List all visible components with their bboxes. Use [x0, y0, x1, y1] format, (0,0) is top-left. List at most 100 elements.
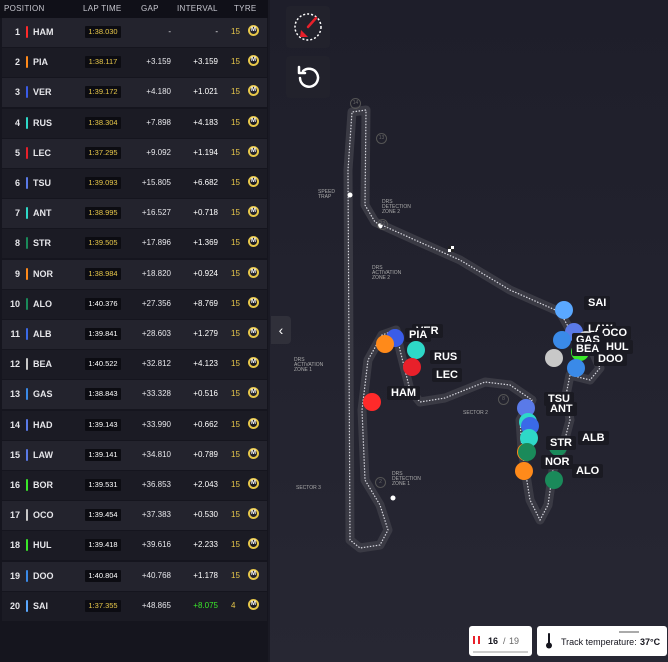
- row-driver: LEC: [33, 147, 51, 158]
- row-driver: DOO: [33, 570, 54, 581]
- team-color-bar: [26, 388, 28, 401]
- row-driver: ALB: [33, 329, 52, 339]
- car-label-ant: ANT: [546, 402, 577, 416]
- team-color-bar: [26, 569, 28, 582]
- row-position: 20: [9, 600, 20, 611]
- car-marker[interactable]: [518, 443, 536, 461]
- row-interval: +6.682: [193, 178, 218, 187]
- row-tyre-laps: 15: [231, 540, 240, 550]
- row-lap-time: 1:38.984: [85, 267, 121, 280]
- row-position: 2: [14, 57, 20, 68]
- row-driver: STR: [33, 238, 51, 249]
- car-label-str: STR: [546, 436, 576, 450]
- replay-button[interactable]: [286, 56, 330, 98]
- car-marker-gas[interactable]: [553, 331, 571, 349]
- car-marker-tsu[interactable]: [517, 399, 535, 417]
- row-tyre-laps: 15: [231, 147, 240, 157]
- row-driver: SAI: [33, 600, 49, 611]
- row-lap-time: 1:39.141: [85, 448, 121, 461]
- row-tyre-laps: 15: [231, 57, 240, 67]
- speed-trap-label: SPEED TRAP: [318, 189, 335, 200]
- tyre-medium-icon: M: [248, 266, 259, 278]
- car-marker-ham[interactable]: [363, 393, 381, 411]
- collapse-panel-button[interactable]: ‹: [271, 316, 291, 344]
- team-color-bar: [26, 539, 28, 552]
- team-color-bar: [26, 509, 28, 522]
- car-marker-lec[interactable]: [403, 358, 421, 376]
- row-interval: +0.662: [193, 419, 218, 429]
- tyre-medium-icon: M: [248, 598, 259, 610]
- tyre-medium-icon: M: [248, 357, 259, 369]
- row-gap: +37.383: [141, 510, 171, 520]
- row-tyre-laps: 15: [231, 27, 240, 36]
- row-position: 5: [14, 147, 20, 158]
- row-position: 17: [9, 510, 20, 521]
- row-gap: +9.092: [146, 147, 171, 157]
- car-marker[interactable]: [515, 462, 533, 480]
- car-label-oco: OCO: [598, 326, 632, 340]
- row-position: 1: [14, 27, 20, 37]
- car-label-ham: HAM: [387, 386, 421, 400]
- car-marker-sai[interactable]: [555, 301, 573, 319]
- team-color-bar: [26, 328, 28, 340]
- car-marker-bea[interactable]: [545, 349, 563, 367]
- row-driver: OCO: [33, 510, 54, 521]
- row-position: 18: [9, 540, 20, 551]
- row-driver: RUS: [33, 117, 53, 128]
- tyre-medium-icon: M: [248, 176, 259, 187]
- col-position: POSITION: [4, 4, 45, 13]
- turn-number: 12: [377, 219, 388, 230]
- row-tyre-laps: 15: [231, 510, 240, 520]
- row-tyre-laps: 15: [231, 117, 240, 127]
- row-interval: +4.123: [193, 359, 218, 369]
- row-interval: +1.194: [193, 147, 218, 157]
- row-tyre-laps: 15: [231, 298, 240, 308]
- tyre-medium-icon: M: [248, 417, 259, 429]
- pause-icon: [473, 636, 480, 644]
- temperature-label: Track temperature:: [561, 637, 637, 647]
- team-color-bar: [26, 207, 28, 220]
- tyre-medium-icon: M: [248, 296, 259, 308]
- team-color-bar: [26, 599, 28, 612]
- tyre-medium-icon: M: [248, 568, 259, 580]
- car-marker-pia[interactable]: [376, 335, 394, 353]
- row-gap: +17.896: [141, 238, 171, 248]
- row-driver: NOR: [33, 268, 53, 279]
- col-tyre: TYRE: [234, 4, 257, 13]
- car-marker[interactable]: [520, 429, 538, 447]
- car-label-lec: LEC: [432, 368, 462, 382]
- col-lap-time: LAP TIME: [83, 4, 122, 13]
- row-position: 9: [14, 268, 20, 279]
- lap-progress-track: [473, 651, 528, 653]
- car-marker-rus[interactable]: [407, 341, 425, 359]
- speed-gauge-button[interactable]: [286, 6, 330, 48]
- row-interval: +2.043: [193, 480, 218, 489]
- row-gap: +33.328: [141, 389, 171, 399]
- car-marker-alo[interactable]: [545, 471, 563, 489]
- car-marker-doo[interactable]: [567, 359, 585, 377]
- chequered-flag-icon: [448, 246, 454, 252]
- row-interval: +0.718: [193, 208, 218, 218]
- sector-2-label: SECTOR 2: [463, 410, 488, 416]
- row-lap-time: 1:39.172: [85, 86, 121, 99]
